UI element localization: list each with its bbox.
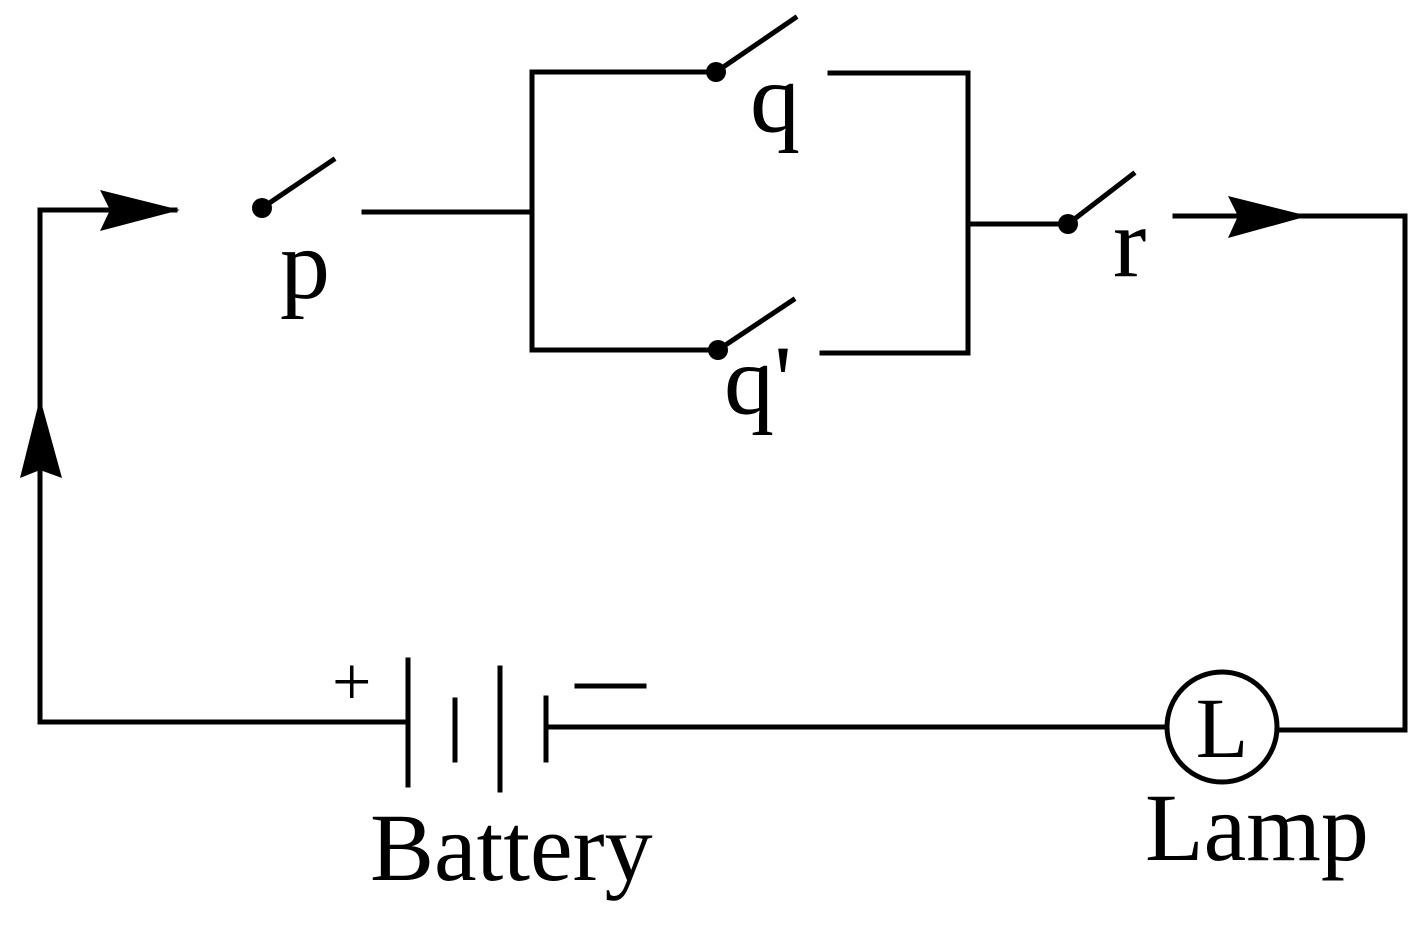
wire-right <box>1172 213 1408 733</box>
parallel-branch <box>529 14 971 360</box>
label-battery: Battery <box>370 794 653 901</box>
label-p: p <box>280 209 330 320</box>
lamp-symbol: L <box>1196 680 1249 776</box>
label-lamp: Lamp <box>1145 774 1369 881</box>
arrow-right-icon <box>1228 196 1308 238</box>
switch-p <box>252 156 533 218</box>
lamp: L <box>1164 669 1280 785</box>
label-r: r <box>1113 187 1146 298</box>
switch-r <box>965 170 1137 234</box>
arrow-up-icon <box>20 398 62 478</box>
arrow-right-icon <box>100 190 180 231</box>
battery <box>405 657 647 793</box>
label-q-prime: q' <box>724 325 792 436</box>
plus-sign: + <box>332 644 371 721</box>
label-q: q <box>750 43 800 154</box>
